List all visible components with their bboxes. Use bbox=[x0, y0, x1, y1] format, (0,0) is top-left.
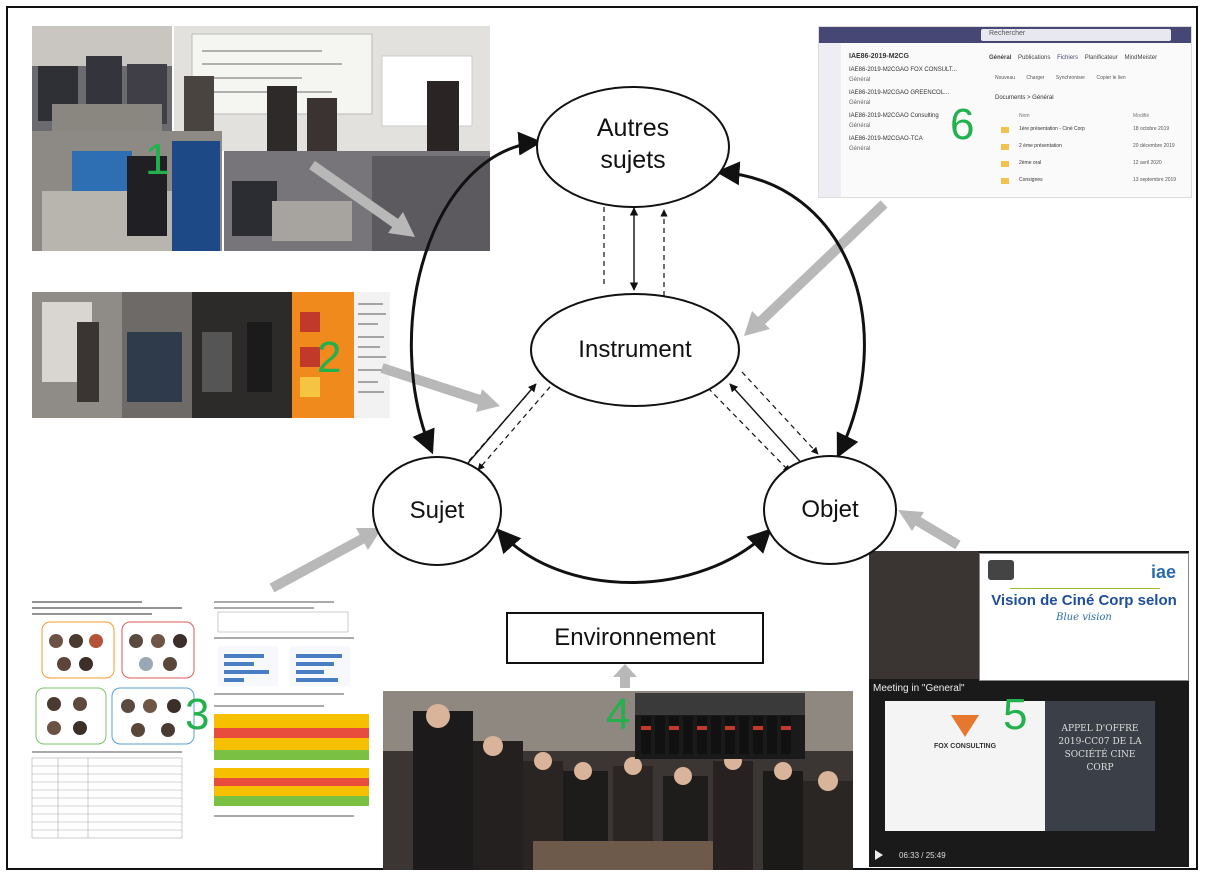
sync-button[interactable]: Synchroniser bbox=[1055, 75, 1086, 81]
iae-logo: iae bbox=[1150, 562, 1176, 582]
photo-collage-2 bbox=[32, 292, 390, 418]
search-placeholder: Rechercher bbox=[989, 30, 1026, 37]
label-sujet: Sujet bbox=[409, 497, 465, 524]
label-objet: Objet bbox=[801, 496, 859, 523]
folder-icon bbox=[1001, 178, 1009, 184]
channel-list: IAE86-2019-M2CGAO FOX CONSULT...Général … bbox=[849, 67, 979, 159]
file-column-modified: Modifié bbox=[1133, 113, 1150, 119]
meeting-screen-5: iae Vision de Ciné Corp selon Blue visio… bbox=[869, 551, 1189, 867]
action-bar: Nouveau Charger Synchroniser Copier le l… bbox=[995, 75, 1191, 81]
file-column-name: Nom bbox=[1019, 113, 1030, 119]
slide-title: Vision de Ciné Corp selon bbox=[991, 592, 1177, 609]
folder-icon bbox=[1001, 144, 1009, 150]
slide-divider bbox=[1010, 588, 1160, 589]
photo-number-1: 1 bbox=[145, 135, 170, 184]
photo-number-6: 6 bbox=[950, 100, 975, 149]
meeting-title: Meeting in "General" bbox=[873, 683, 965, 694]
tab-publications[interactable]: Publications bbox=[1018, 55, 1051, 61]
team-name: IAE86-2019-M2CG bbox=[849, 53, 909, 60]
new-button[interactable]: Nouveau bbox=[995, 75, 1016, 81]
fox-slide: FOX CONSULTING bbox=[885, 701, 1045, 831]
tab-bar: Général Publications Fichiers Planificat… bbox=[989, 55, 1189, 61]
meeting-time: 06:33 / 25:49 bbox=[899, 851, 946, 860]
label-environnement: Environnement bbox=[554, 624, 716, 651]
photo-number-2: 2 bbox=[317, 333, 342, 382]
fox-logo-icon bbox=[951, 715, 979, 737]
tab-files[interactable]: Fichiers bbox=[1057, 55, 1079, 61]
folder-icon bbox=[1001, 127, 1009, 133]
photo-number-5: 5 bbox=[1003, 690, 1028, 739]
film-icon bbox=[988, 560, 1014, 580]
folder-icon bbox=[1001, 161, 1009, 167]
upload-button[interactable]: Charger bbox=[1026, 75, 1045, 81]
search-field[interactable]: Rechercher bbox=[981, 29, 1171, 41]
channel-item[interactable]: IAE86-2019-M2CGAO FOX CONSULT...Général bbox=[849, 67, 957, 83]
slide-preview: iae Vision de Ciné Corp selon Blue visio… bbox=[979, 553, 1189, 681]
conference-photo bbox=[869, 551, 979, 679]
copy-link-button[interactable]: Copier le lien bbox=[1096, 75, 1126, 81]
breadcrumb: Documents > Général bbox=[995, 95, 1054, 101]
tab-mindmeister[interactable]: MindMeister bbox=[1124, 55, 1158, 61]
fox-consulting-label: FOX CONSULTING bbox=[933, 743, 997, 750]
teams-screen-6: Rechercher IAE86-2019-M2CG IAE86-2019-M2… bbox=[818, 26, 1192, 198]
slide-subtitle: Blue vision bbox=[1056, 612, 1112, 623]
document-screens-3 bbox=[28, 596, 373, 842]
photo-number-4: 4 bbox=[606, 690, 631, 739]
teams-rail bbox=[819, 43, 841, 197]
photo-collage-1 bbox=[32, 26, 490, 251]
group-photo-4 bbox=[383, 691, 853, 870]
label-autres-sujets: Autres sujets bbox=[596, 114, 670, 174]
tab-general[interactable]: Général bbox=[989, 55, 1012, 61]
channel-item[interactable]: IAE86-2019-M2CGAO GREENCOL...Général bbox=[849, 90, 950, 106]
play-button[interactable] bbox=[875, 850, 883, 860]
photo-number-3: 3 bbox=[185, 690, 210, 739]
tab-planner[interactable]: Planificateur bbox=[1084, 55, 1118, 61]
offer-text: APPEL D'OFFRE 2019-CC07 DE LA SOCIÉTÉ CI… bbox=[1058, 724, 1142, 773]
offer-slide: APPEL D'OFFRE 2019-CC07 DE LA SOCIÉTÉ CI… bbox=[1045, 701, 1155, 831]
label-instrument: Instrument bbox=[578, 336, 692, 363]
